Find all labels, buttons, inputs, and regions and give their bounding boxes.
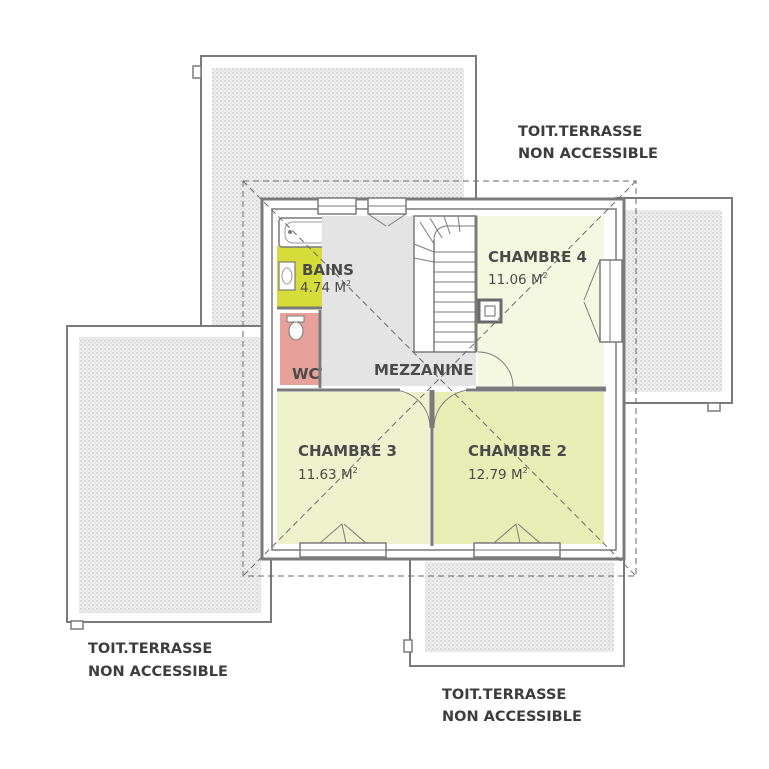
roof-label-bottom-center-2: NON ACCESSIBLE xyxy=(442,709,582,725)
roof-terrace-left xyxy=(66,325,272,630)
label-chambre4: CHAMBRE 4 xyxy=(488,248,587,266)
area-chambre4: 11.06 M2 xyxy=(488,271,548,288)
label-bains: BAINS xyxy=(302,261,354,279)
roof-label-bottom-left-1: TOIT.TERRASSE xyxy=(88,641,212,657)
area-chambre3: 11.63 M2 xyxy=(298,466,358,483)
area-bains: 4.74 M2 xyxy=(300,279,351,296)
label-mezzanine: MEZZANINE xyxy=(374,361,473,379)
area-chambre2: 12.79 M2 xyxy=(468,466,528,483)
room-chambre3 xyxy=(277,392,430,544)
label-chambre3: CHAMBRE 3 xyxy=(298,442,397,460)
roof-terrace-bottom xyxy=(403,555,625,667)
roof-label-top-right-2: NON ACCESSIBLE xyxy=(518,146,658,162)
toilet-icon xyxy=(286,315,305,323)
label-wc: WC xyxy=(292,365,320,383)
roof-label-top-right-1: TOIT.TERRASSE xyxy=(518,124,642,140)
roof-terrace-right xyxy=(615,197,733,412)
room-chambre2 xyxy=(434,392,604,544)
staircase xyxy=(413,215,477,353)
rooms xyxy=(277,215,606,546)
roof-label-bottom-left-2: NON ACCESSIBLE xyxy=(88,664,228,680)
roof-hip-lines xyxy=(242,180,637,577)
label-chambre2: CHAMBRE 2 xyxy=(468,442,567,460)
windows xyxy=(299,197,623,558)
roof-label-bottom-center-1: TOIT.TERRASSE xyxy=(442,687,566,703)
